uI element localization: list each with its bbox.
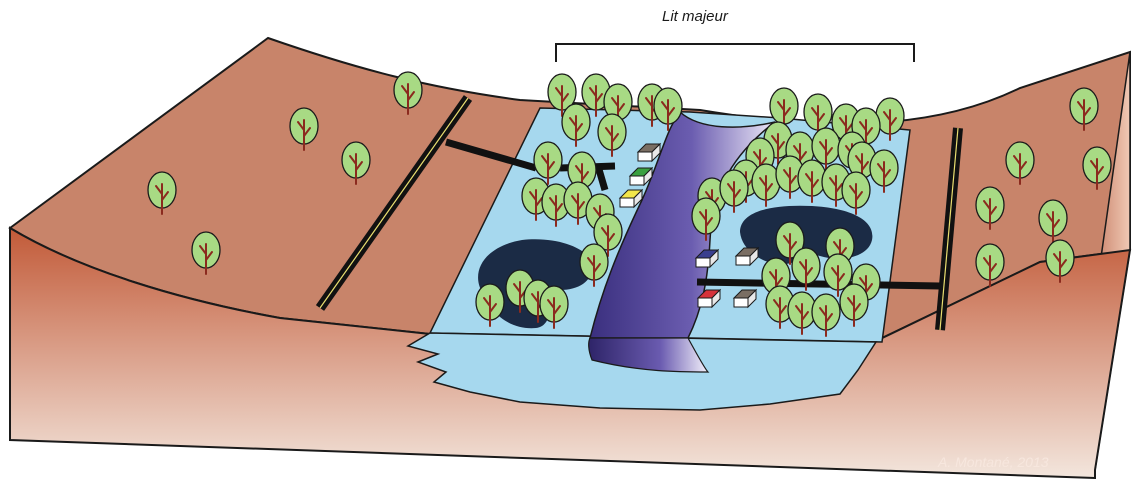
- credit-text: A. Montané, 2013: [938, 454, 1049, 470]
- lit-majeur-label: Lit majeur: [662, 8, 728, 25]
- lit-majeur-bracket: [556, 44, 914, 62]
